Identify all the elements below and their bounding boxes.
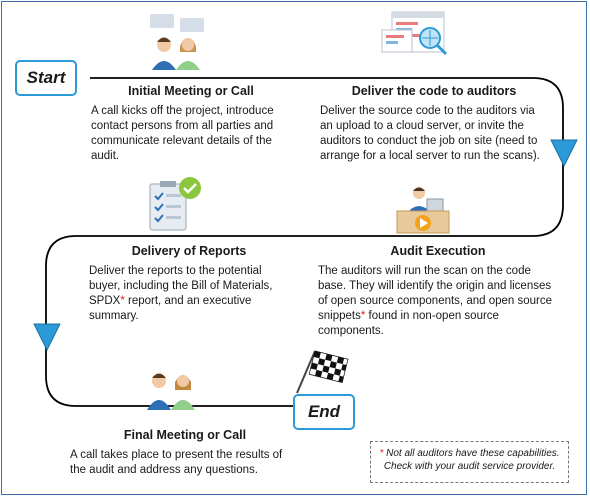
asterisk: *	[379, 448, 384, 459]
code-screen-icon	[381, 11, 448, 56]
asterisk: *	[360, 310, 366, 322]
step-deliver-code: Deliver the code to auditors Deliver the…	[320, 84, 548, 164]
step-delivery-reports: Delivery of Reports Deliver the reports …	[89, 244, 289, 324]
step-initial-meeting: Initial Meeting or Call A call kicks off…	[91, 84, 291, 164]
step-final-meeting: Final Meeting or Call A call takes place…	[70, 428, 300, 478]
connector-line	[45, 77, 564, 407]
down-arrow-left	[33, 323, 61, 352]
step-description: Deliver the source code to the auditors …	[320, 105, 540, 162]
step-title: Initial Meeting or Call	[128, 84, 254, 98]
step-title: Audit Execution	[390, 244, 486, 258]
step-title: Deliver the code to auditors	[351, 84, 517, 98]
report-checklist-icon	[149, 177, 201, 231]
footnote-line-1: * Not all auditors have these capabiliti…	[379, 448, 560, 459]
checkered-flag-icon	[296, 350, 349, 394]
step-description: Deliver the reports to the potential buy…	[89, 265, 273, 322]
footnote-line-2: Check with your audit service provider.	[383, 461, 556, 472]
meeting-people-icon	[150, 14, 204, 70]
step-description: A call kicks off the project, introduce …	[91, 105, 274, 162]
auditor-desk-icon	[396, 187, 450, 234]
end-label: End	[307, 402, 341, 421]
asterisk: *	[120, 295, 125, 307]
step-title: Delivery of Reports	[131, 244, 247, 258]
down-arrow-right	[550, 139, 578, 168]
start-label: Start	[26, 68, 66, 87]
meeting-people-icon-bottom	[147, 373, 195, 410]
start-badge: Start	[15, 60, 77, 96]
step-audit-execution: Audit Execution The auditors will run th…	[318, 244, 558, 339]
step-description: The auditors will run the scan on the co…	[318, 265, 552, 337]
step-title: Final Meeting or Call	[123, 428, 247, 442]
footnote-box: * Not all auditors have these capabiliti…	[370, 441, 569, 483]
end-badge: End	[293, 394, 355, 430]
step-description: A call takes place to present the result…	[70, 449, 283, 476]
